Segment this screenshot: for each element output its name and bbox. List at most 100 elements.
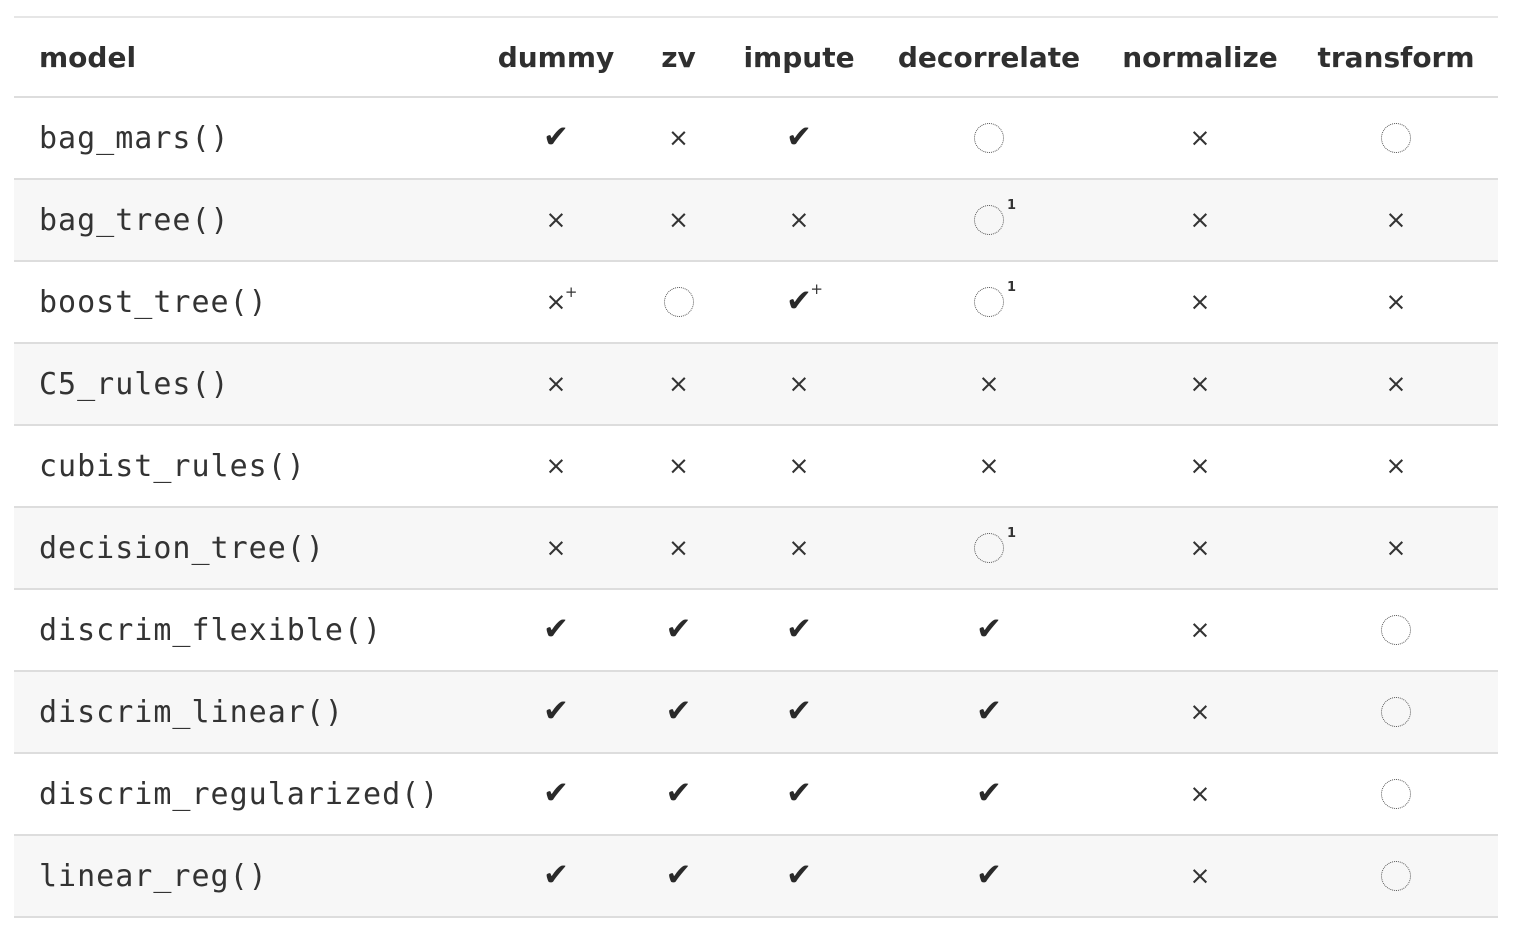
cell-mark-wrapper: × — [546, 371, 567, 397]
cell-mark-wrapper: ×+ — [545, 285, 578, 316]
cross-icon: × — [668, 369, 689, 398]
cell-mark-wrapper: × — [1190, 289, 1211, 315]
dotted-circle-icon — [1381, 697, 1411, 728]
cell-zv: × — [631, 425, 726, 507]
checkmark-icon: ✔ — [543, 611, 569, 647]
cross-icon: × — [1189, 369, 1211, 398]
table-row: boost_tree()×+✔+1×× — [14, 261, 1498, 343]
cell-dummy: ✔ — [481, 97, 631, 179]
cross-icon: × — [1189, 861, 1211, 890]
column-header-transform: transform — [1317, 40, 1475, 74]
cross-icon: × — [1385, 287, 1407, 316]
cell-normalize: × — [1106, 671, 1294, 753]
cell-zv: × — [631, 179, 726, 261]
cell-mark-wrapper: ✔ — [976, 778, 1002, 809]
cross-icon: × — [1189, 779, 1211, 808]
cell-mark-wrapper: × — [1190, 535, 1211, 561]
cross-icon: × — [1189, 451, 1211, 480]
cell-mark-wrapper: ✔ — [543, 860, 569, 891]
cell-mark-wrapper: × — [546, 453, 567, 479]
cell-mark-wrapper: × — [1190, 125, 1211, 151]
cell-mark-wrapper: ✔ — [543, 696, 569, 727]
cell-mark-wrapper: × — [789, 453, 810, 479]
cell-mark-wrapper — [1381, 861, 1411, 892]
column-header-impute: impute — [743, 40, 855, 74]
dotted-circle-icon — [1381, 861, 1411, 892]
cell-transform: × — [1294, 179, 1498, 261]
cell-impute: × — [726, 343, 872, 425]
model-name-cell: discrim_regularized() — [39, 776, 440, 812]
cell-mark-wrapper: × — [1190, 699, 1211, 725]
cell-transform: × — [1294, 425, 1498, 507]
checkmark-icon: ✔ — [786, 775, 812, 811]
checkmark-icon: ✔ — [976, 611, 1002, 647]
dotted-circle-icon — [1381, 123, 1411, 154]
cell-decorrelate: 1 — [872, 507, 1106, 589]
cell-mark-wrapper: 1 — [974, 527, 1016, 564]
cell-mark-wrapper: × — [1386, 535, 1407, 561]
cell-mark-wrapper: ✔ — [666, 860, 692, 891]
cell-normalize: × — [1106, 753, 1294, 835]
cell-mark-wrapper — [1381, 697, 1411, 728]
cell-transform — [1294, 835, 1498, 917]
cell-mark-wrapper: ✔ — [543, 614, 569, 645]
cell-mark-wrapper — [663, 287, 694, 318]
cross-icon: × — [668, 123, 689, 152]
cell-impute: ✔ — [726, 835, 872, 917]
cell-mark-wrapper: ✔ — [976, 614, 1002, 645]
cell-mark-wrapper: × — [668, 453, 689, 479]
checkmark-icon: ✔ — [543, 119, 569, 155]
cell-mark-wrapper: × — [668, 371, 689, 397]
cross-icon: × — [1189, 123, 1211, 152]
table-row: discrim_flexible()✔✔✔✔× — [14, 589, 1498, 671]
checkmark-icon: ✔ — [543, 775, 569, 811]
cell-impute: ✔ — [726, 97, 872, 179]
cell-normalize: × — [1106, 589, 1294, 671]
cell-zv: ✔ — [631, 589, 726, 671]
model-name-cell: linear_reg() — [39, 858, 268, 894]
cross-icon: × — [978, 369, 1000, 398]
cell-mark-wrapper: ✔ — [666, 614, 692, 645]
cell-decorrelate: × — [872, 343, 1106, 425]
cell-dummy: ✔ — [481, 671, 631, 753]
cell-transform — [1294, 671, 1498, 753]
cell-transform — [1294, 97, 1498, 179]
cell-mark-wrapper: ✔ — [786, 696, 812, 727]
cross-icon: × — [1189, 205, 1211, 234]
checkmark-icon: ✔ — [976, 693, 1002, 729]
cross-icon: × — [788, 533, 810, 562]
cell-mark-wrapper: × — [789, 371, 810, 397]
cell-zv: ✔ — [631, 671, 726, 753]
table-row: discrim_linear()✔✔✔✔× — [14, 671, 1498, 753]
cell-decorrelate — [872, 97, 1106, 179]
cell-decorrelate: ✔ — [872, 589, 1106, 671]
cell-mark-wrapper — [1381, 779, 1411, 810]
table-row: decision_tree()×××1×× — [14, 507, 1498, 589]
column-header-decorrelate: decorrelate — [897, 40, 1081, 74]
cell-mark-wrapper: ✔ — [786, 860, 812, 891]
cell-dummy: ×+ — [481, 261, 631, 343]
cross-icon: × — [545, 287, 567, 316]
cell-impute: × — [726, 179, 872, 261]
cell-decorrelate: ✔ — [872, 753, 1106, 835]
table-row: bag_tree()×××1×× — [14, 179, 1498, 261]
model-name-cell: discrim_flexible() — [39, 612, 383, 648]
cell-zv — [631, 261, 726, 343]
cell-mark-wrapper: × — [789, 207, 810, 233]
model-name-cell: bag_tree() — [39, 202, 230, 238]
checkmark-icon: ✔ — [665, 857, 692, 893]
cross-icon: × — [1385, 451, 1407, 480]
table-row: discrim_regularized()✔✔✔✔× — [14, 753, 1498, 835]
cell-mark-wrapper: × — [1386, 371, 1407, 397]
cross-icon: × — [545, 451, 567, 480]
dotted-circle-icon — [974, 533, 1004, 564]
cell-mark-wrapper: ✔ — [543, 778, 569, 809]
cross-icon: × — [545, 369, 567, 398]
cell-mark-wrapper: × — [1190, 453, 1211, 479]
cell-dummy: ✔ — [481, 753, 631, 835]
dotted-circle-icon — [1381, 615, 1411, 646]
cell-mark-wrapper: ✔+ — [786, 282, 823, 317]
cell-transform: × — [1294, 343, 1498, 425]
cell-dummy: × — [481, 179, 631, 261]
cross-icon: × — [1189, 615, 1211, 644]
